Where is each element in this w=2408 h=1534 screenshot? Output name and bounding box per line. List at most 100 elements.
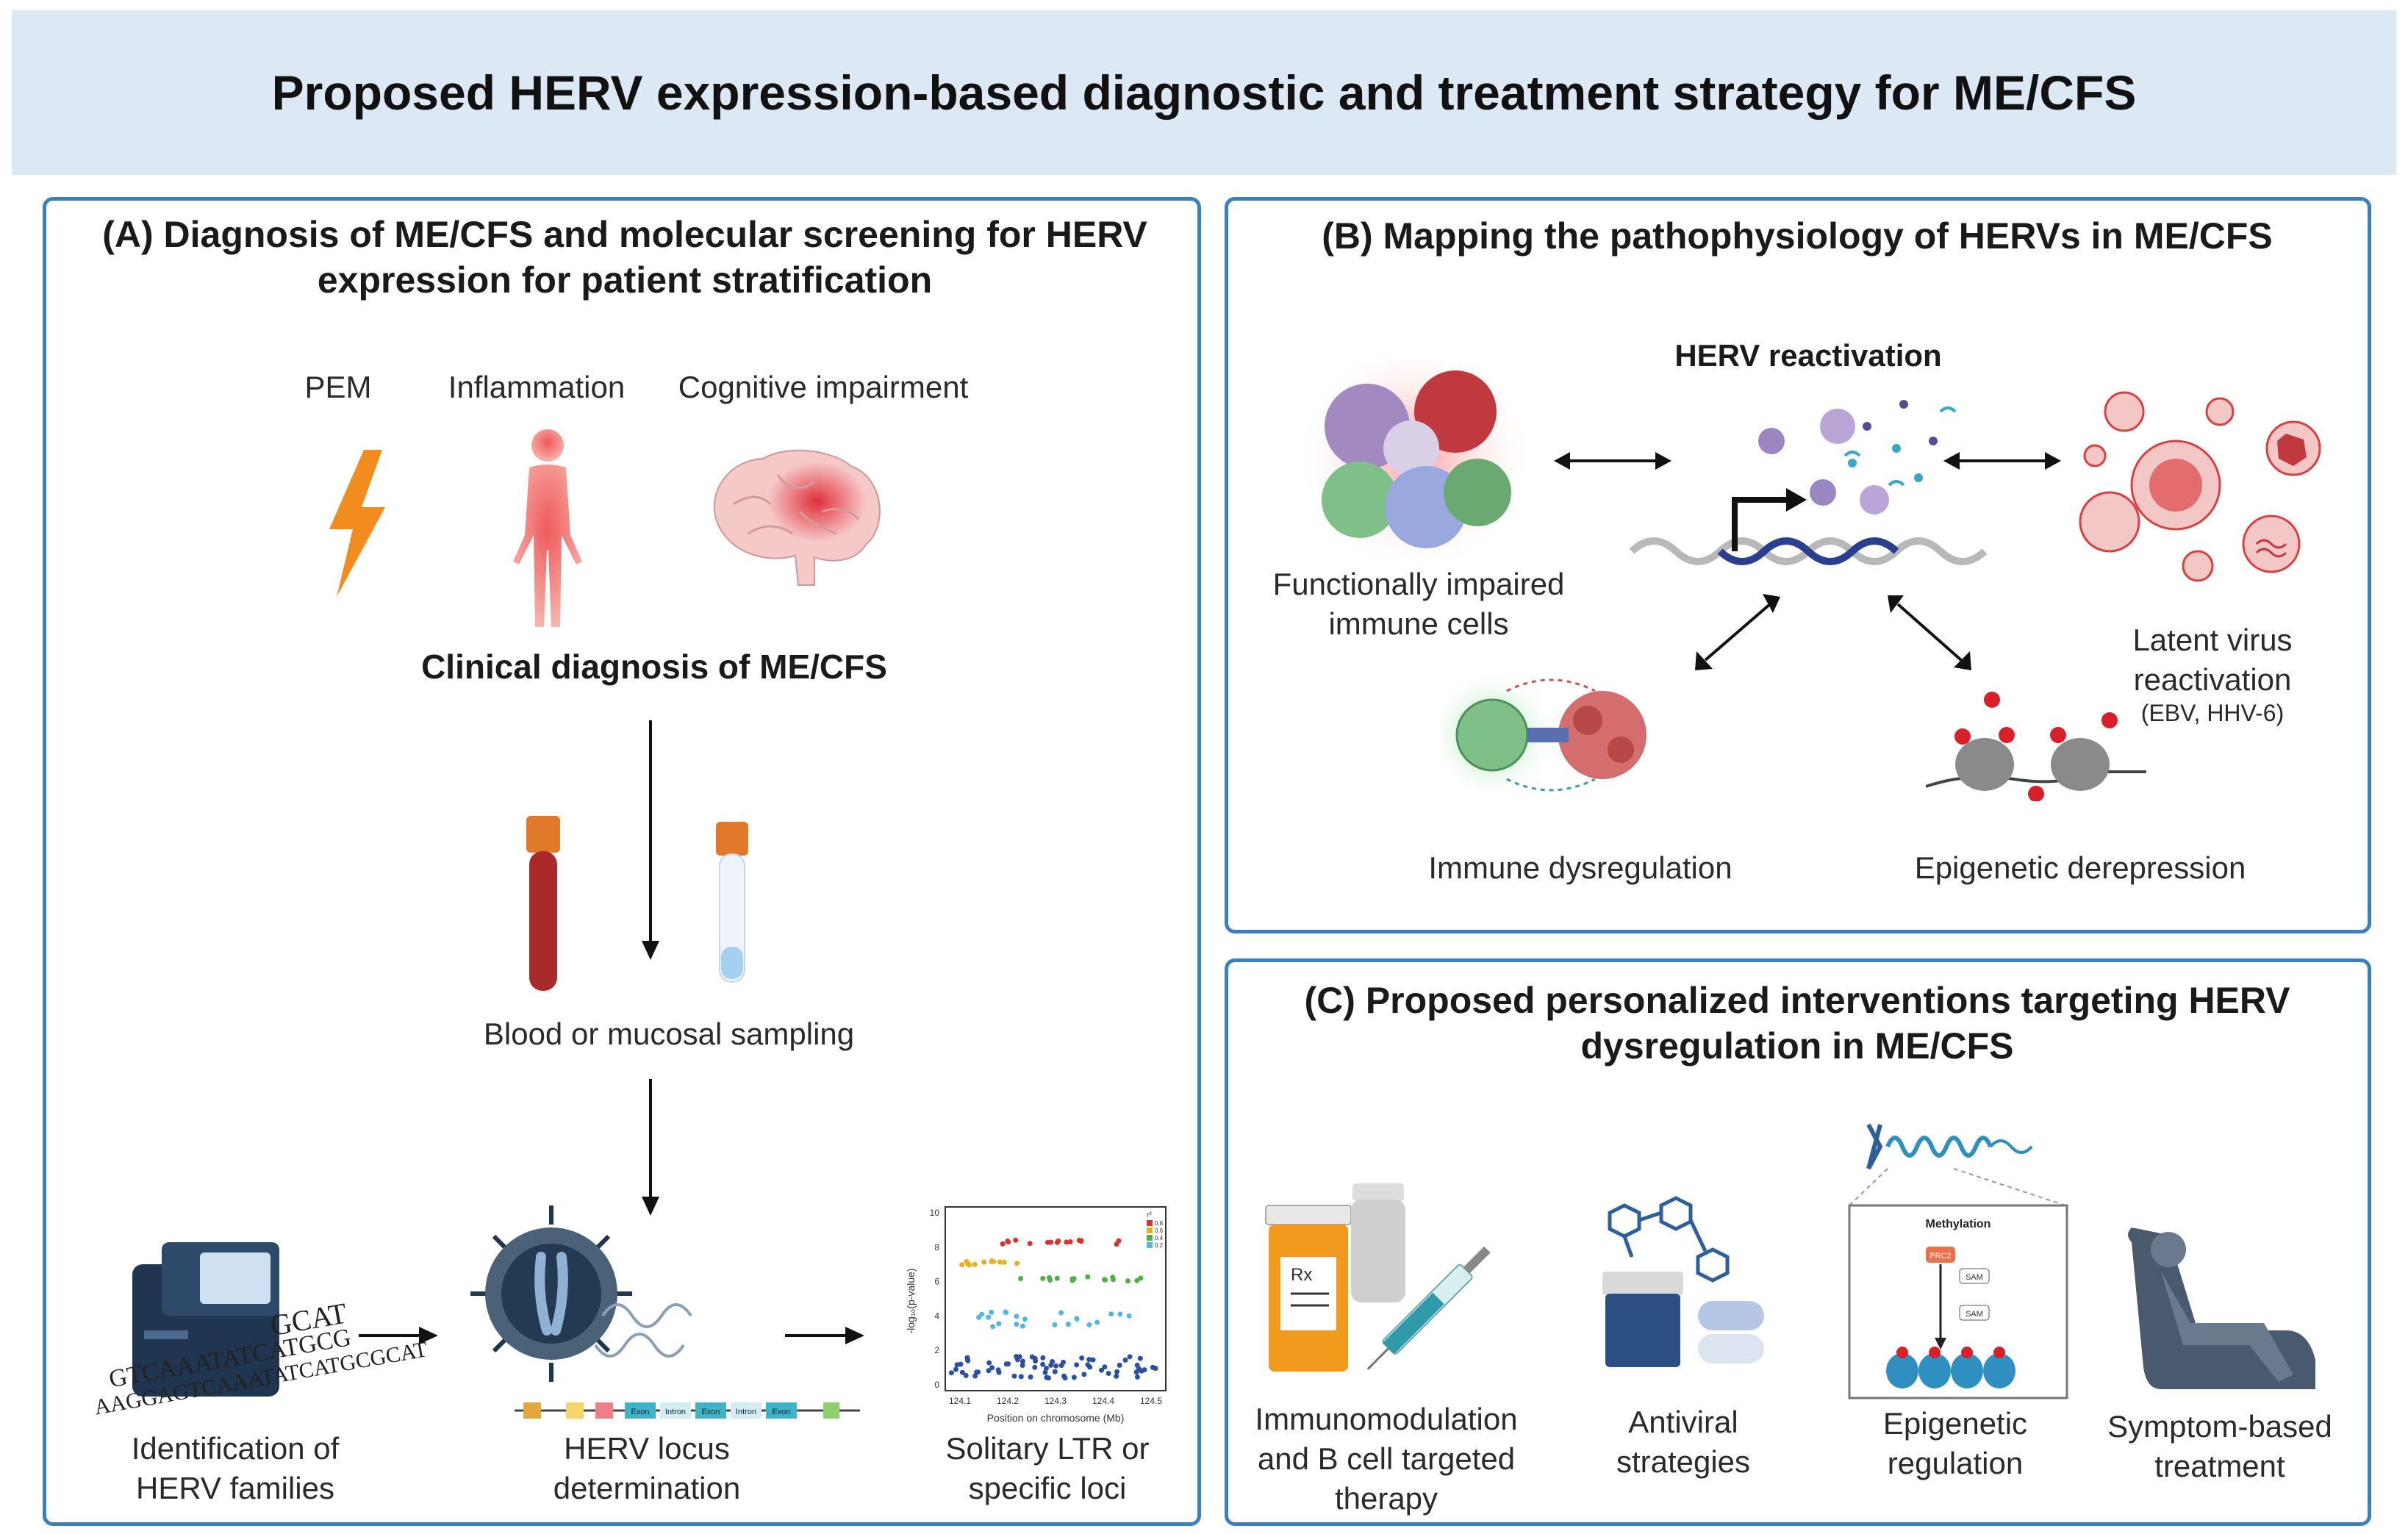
plot-point xyxy=(1018,1374,1024,1380)
plot-point xyxy=(1053,1363,1059,1369)
plot-point xyxy=(1040,1361,1046,1367)
plot-point xyxy=(1150,1364,1155,1370)
plot-point xyxy=(1086,1357,1092,1363)
plot-point xyxy=(1108,1311,1114,1317)
plot-point xyxy=(1013,1237,1019,1243)
plot-ytick: 6 xyxy=(934,1277,939,1287)
plot-point xyxy=(1062,1375,1068,1381)
plot-point xyxy=(1061,1359,1067,1365)
arrow-herv-epigenetic xyxy=(1888,595,1971,670)
immune-cells-label: Functionally impaired immune cells xyxy=(1272,567,1565,641)
plot-point xyxy=(1064,1239,1069,1245)
arrow-right-1 xyxy=(359,1327,438,1344)
step-solitary-label: Solitary LTR or specific loci xyxy=(945,1431,1150,1505)
plot-point xyxy=(1014,1261,1020,1266)
plot-point xyxy=(1094,1319,1100,1325)
plot-point xyxy=(1067,1239,1073,1244)
plot-point xyxy=(1102,1364,1108,1370)
plot-point xyxy=(989,1309,995,1315)
plot-point xyxy=(1122,1357,1128,1363)
plot-point xyxy=(1081,1372,1087,1377)
plot-legend-value: 0.2 xyxy=(1155,1242,1164,1249)
plot-ytick: 8 xyxy=(934,1242,939,1252)
plot-point xyxy=(990,1324,996,1330)
plot-point xyxy=(948,1370,954,1376)
plot-point xyxy=(995,1367,1001,1373)
plot-point xyxy=(1043,1366,1049,1372)
gene-label-exon-1: Exon xyxy=(631,1408,649,1416)
panel-c-title: (C) Proposed personalized interventions … xyxy=(1304,980,2290,1067)
plot-point xyxy=(1014,1357,1020,1363)
prc2-label: PRC2 xyxy=(1929,1252,1951,1261)
plot-point xyxy=(979,1311,985,1317)
arrow-herv-dysreg xyxy=(1695,594,1780,670)
plot-point xyxy=(1117,1311,1123,1317)
plot-point xyxy=(1086,1322,1092,1327)
plot-point xyxy=(1027,1241,1033,1247)
plot-xtick: 124.4 xyxy=(1092,1396,1114,1406)
plot-point xyxy=(1028,1374,1033,1380)
plot-point xyxy=(1052,1322,1058,1327)
latent-virus-sublabel: (EBV, HHV-6) xyxy=(2140,700,2285,726)
plot-point xyxy=(963,1372,969,1378)
plot-point xyxy=(1000,1241,1006,1247)
sampling-label: Blood or mucosal sampling xyxy=(483,1017,855,1051)
plot-xlabel: Position on chromosome (Mb) xyxy=(987,1412,1125,1424)
rx-label: Rx xyxy=(1291,1265,1312,1285)
plot-point xyxy=(1054,1275,1060,1281)
plot-point xyxy=(964,1258,970,1264)
plot-point xyxy=(1106,1371,1111,1376)
plot-point xyxy=(1020,1363,1025,1368)
immune-dysregulation-icon xyxy=(1441,669,1646,801)
step-identification-label: Identification of HERV families xyxy=(131,1431,340,1505)
clinical-diagnosis-label: Clinical diagnosis of ME/CFS xyxy=(421,648,887,686)
plot-legend-value: 0.6 xyxy=(1155,1227,1164,1234)
symptom-cognitive-label: Cognitive impairment xyxy=(678,370,969,404)
plot-ytick: 10 xyxy=(930,1208,940,1218)
plot-point xyxy=(1040,1355,1046,1361)
plot-point xyxy=(1071,1276,1077,1282)
plot-point xyxy=(1001,1259,1007,1265)
blood-tube-icon xyxy=(526,816,560,991)
plot-point xyxy=(1056,1238,1061,1244)
plot-point xyxy=(1078,1239,1084,1244)
plot-xtick: 124.5 xyxy=(1140,1396,1162,1406)
plot-point xyxy=(1079,1355,1085,1361)
plot-point xyxy=(1014,1313,1020,1319)
plot-legend-swatch xyxy=(1147,1235,1153,1241)
plot-point xyxy=(954,1362,960,1368)
plot-point xyxy=(986,1360,992,1366)
plot-point xyxy=(996,1321,1002,1327)
plot-point xyxy=(1042,1369,1048,1375)
plot-point xyxy=(1125,1278,1130,1284)
plot-point xyxy=(1011,1373,1017,1379)
plot-legend-value: 0.4 xyxy=(1155,1235,1164,1241)
herv-reactivation-graphic xyxy=(1629,400,1988,565)
plot-point xyxy=(959,1262,965,1268)
plot-point xyxy=(986,1368,992,1374)
plot-ylabel: -log₁₀(p-value) xyxy=(905,1268,917,1333)
plot-point xyxy=(1052,1369,1058,1374)
plot-point xyxy=(1111,1277,1116,1283)
brain-icon xyxy=(713,449,881,586)
gene-label-exon-2: Exon xyxy=(701,1408,720,1416)
step-locus-label: HERV locus determination xyxy=(553,1431,741,1505)
sam-label-1: SAM xyxy=(1966,1273,1983,1282)
arrow-right-2 xyxy=(785,1327,864,1344)
plot-point xyxy=(953,1366,958,1372)
plot-point xyxy=(1045,1239,1050,1245)
plot-point xyxy=(1085,1362,1091,1368)
immune-cells-icon xyxy=(1297,360,1533,559)
plot-point xyxy=(1020,1323,1025,1329)
gene-label-intron-2: Intron xyxy=(736,1408,756,1416)
latent-virus-label: Latent virus reactivation xyxy=(2132,623,2293,697)
epigenetic-derepression-label: Epigenetic derepression xyxy=(1914,850,2246,885)
page-title: Proposed HERV expression-based diagnosti… xyxy=(271,65,2137,120)
plot-point xyxy=(1127,1354,1133,1360)
plot-point xyxy=(1003,1309,1008,1315)
plot-point xyxy=(959,1369,965,1375)
plot-ytick: 4 xyxy=(934,1311,939,1321)
plot-point xyxy=(1022,1316,1028,1322)
antiviral-icon xyxy=(1602,1196,1764,1367)
sequencer-icon xyxy=(132,1242,279,1397)
